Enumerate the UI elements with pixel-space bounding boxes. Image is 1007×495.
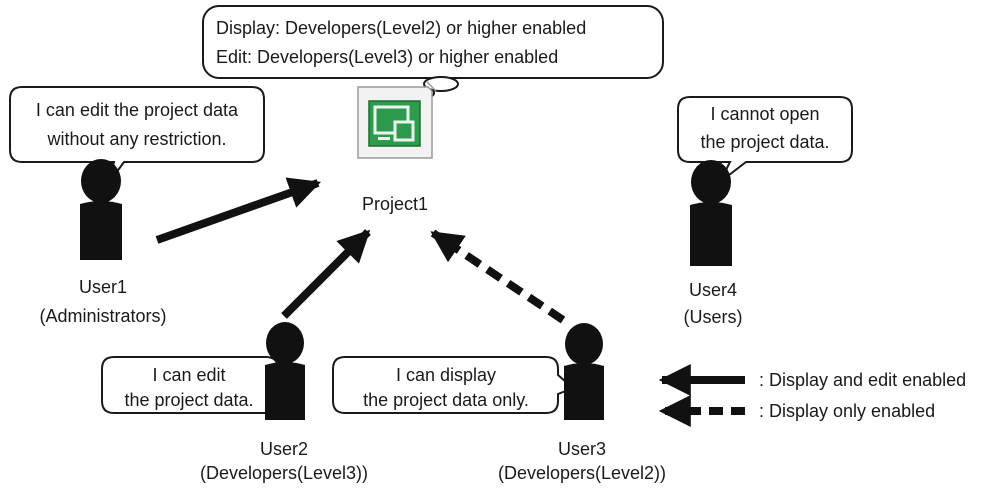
speech-bubble-user4: I cannot open the project data.: [677, 96, 853, 183]
user1-role: (Administrators): [39, 306, 166, 326]
project-file-icon[interactable]: [357, 81, 437, 159]
user2-name: User2: [260, 439, 308, 459]
permission-display-line: Display: Developers(Level2) or higher en…: [216, 18, 586, 38]
arrow-user1-edit: [155, 177, 322, 244]
user3-speech-line2: the project data only.: [363, 390, 529, 410]
user1-speech-line2: without any restriction.: [46, 129, 226, 149]
legend-solid-label: : Display and edit enabled: [759, 370, 966, 390]
speech-bubble-user3: I can display the project data only.: [332, 356, 575, 414]
legend-dashed-label: : Display only enabled: [759, 401, 935, 421]
project-label: Project1: [362, 194, 428, 214]
user2-figure[interactable]: [265, 322, 305, 420]
user4-role: (Users): [684, 307, 743, 327]
user1-figure[interactable]: [80, 159, 122, 260]
project-permission-bubble: Display: Developers(Level2) or higher en…: [202, 5, 664, 98]
legend: : Display and edit enabled : Display onl…: [658, 364, 966, 427]
user1-name: User1: [79, 277, 127, 297]
user4-figure[interactable]: [690, 160, 732, 266]
arrow-user2-edit: [281, 229, 371, 319]
user3-name: User3: [558, 439, 606, 459]
speech-bubble-user1: I can edit the project data without any …: [9, 86, 265, 185]
user2-role: (Developers(Level3)): [200, 463, 368, 483]
user4-name: User4: [689, 280, 737, 300]
permission-edit-line: Edit: Developers(Level3) or higher enabl…: [216, 47, 558, 67]
user3-speech-line1: I can display: [396, 365, 496, 385]
speech-bubble-user2: I can edit the project data.: [101, 356, 295, 414]
user4-speech-line2: the project data.: [700, 132, 829, 152]
user4-speech-line1: I cannot open: [710, 104, 819, 124]
user3-role: (Developers(Level2)): [498, 463, 666, 483]
user3-figure[interactable]: [564, 323, 604, 420]
user2-speech-line1: I can edit: [152, 365, 225, 385]
user1-speech-line1: I can edit the project data: [36, 100, 239, 120]
arrow-user3-display: [430, 229, 566, 324]
user2-speech-line2: the project data.: [124, 390, 253, 410]
